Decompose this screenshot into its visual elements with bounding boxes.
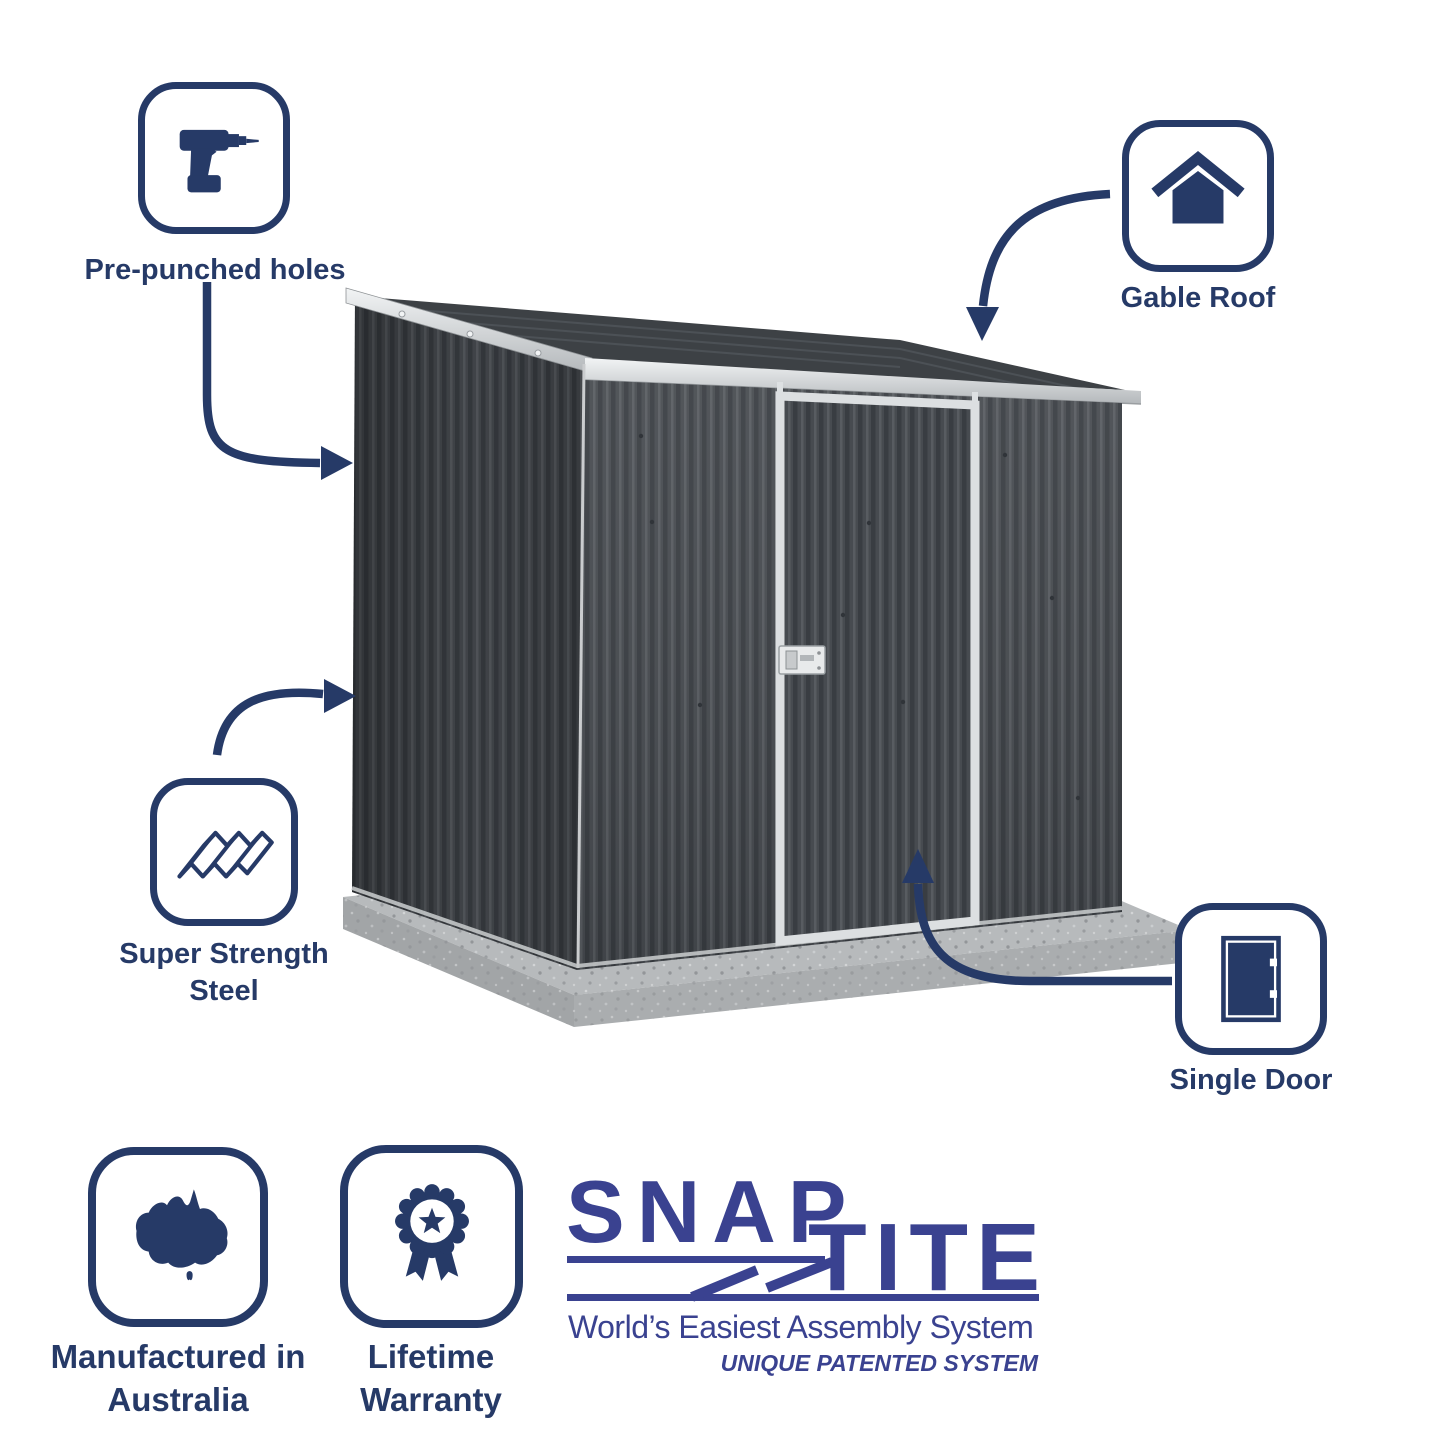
shed-roof	[355, 296, 1125, 390]
logo-zigzag-icon	[690, 1257, 834, 1302]
feature-label-gable-roof: Gable Roof	[1120, 282, 1276, 314]
arrow-gable-roof	[966, 189, 1111, 341]
gable-roof-house-icon	[1122, 120, 1274, 272]
callout-arrows	[202, 189, 1172, 986]
drill-icon-glyph	[179, 129, 259, 193]
snaptite-logo: SNAP TITE World’s Easiest Assembly Syste…	[562, 1168, 1062, 1398]
shed-door	[775, 382, 980, 946]
logo-tagline: World’s Easiest Assembly System	[568, 1309, 1034, 1345]
logo-rule-bottom	[567, 1294, 1039, 1301]
gable-roof-icon-glyph	[1151, 151, 1245, 224]
arrow-super-strength-steel	[212, 679, 356, 756]
feature-label-lifetime-warranty: Lifetime Warranty	[360, 1338, 502, 1418]
arrow-single-door	[902, 849, 1172, 986]
logo-word-tite: TITE	[808, 1204, 1048, 1311]
arrow-pre-punched-holes	[202, 282, 353, 480]
corrugated-steel-sheet-icon	[150, 778, 298, 926]
feature-label-super-strength-steel: Super Strength Steel	[119, 938, 329, 1008]
steel-sheet-icon-glyph	[177, 830, 274, 879]
feature-label-single-door: Single Door	[1169, 1064, 1333, 1096]
award-ribbon-icon	[340, 1145, 523, 1328]
australia-map-icon	[88, 1147, 268, 1327]
door-latch	[778, 645, 826, 675]
single-door-icon-glyph	[1221, 935, 1281, 1023]
feature-label-pre-punched-holes: Pre-punched holes	[84, 254, 346, 286]
logo-rule-top	[567, 1256, 825, 1263]
feature-label-manufactured-australia: Manufactured in Australia	[50, 1338, 306, 1418]
logo-word-snap: SNAP	[566, 1162, 859, 1261]
drill-icon	[138, 82, 290, 234]
single-door-icon	[1175, 903, 1327, 1055]
australia-map-icon-glyph	[135, 1189, 228, 1281]
shed-side-wall	[352, 296, 587, 970]
shed	[345, 287, 1142, 970]
logo-subtagline: UNIQUE PATENTED SYSTEM	[720, 1350, 1038, 1376]
award-ribbon-icon-glyph	[394, 1183, 469, 1281]
